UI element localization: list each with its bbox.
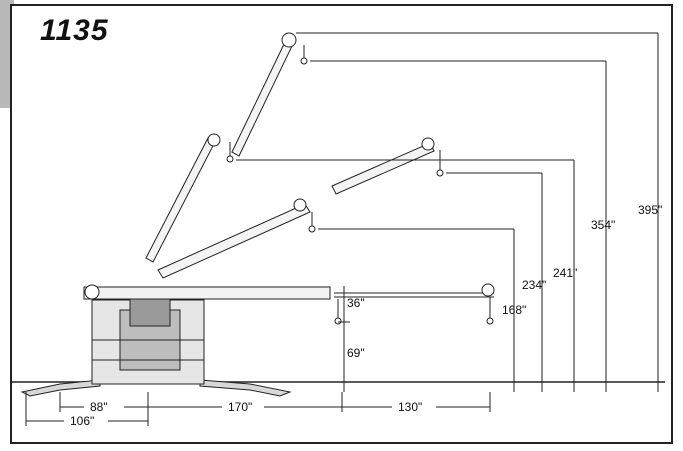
dim-168: 168" <box>502 303 526 317</box>
dim-395: 395" <box>638 203 662 217</box>
dim-234: 234" <box>522 278 546 292</box>
turret <box>129 295 171 327</box>
boom-elevated-2 <box>145 137 216 263</box>
outrigger-left <box>20 379 101 397</box>
dim-36: 36" <box>347 296 365 310</box>
dim-170: 170" <box>228 400 252 414</box>
dim-88: 88" <box>90 400 108 414</box>
dim-69: 69" <box>347 346 365 360</box>
dim-241: 241" <box>553 266 577 280</box>
dim-106: 106" <box>70 414 94 428</box>
boom-elevated-1 <box>157 203 311 279</box>
boom-stowed <box>83 286 331 300</box>
outrigger-right <box>199 379 292 397</box>
dim-354: 354" <box>591 218 615 232</box>
model-number: 1135 <box>40 14 109 47</box>
boom-elevated-4 <box>231 39 294 157</box>
dim-130: 130" <box>398 400 422 414</box>
boom-elevated-3 <box>331 142 435 195</box>
